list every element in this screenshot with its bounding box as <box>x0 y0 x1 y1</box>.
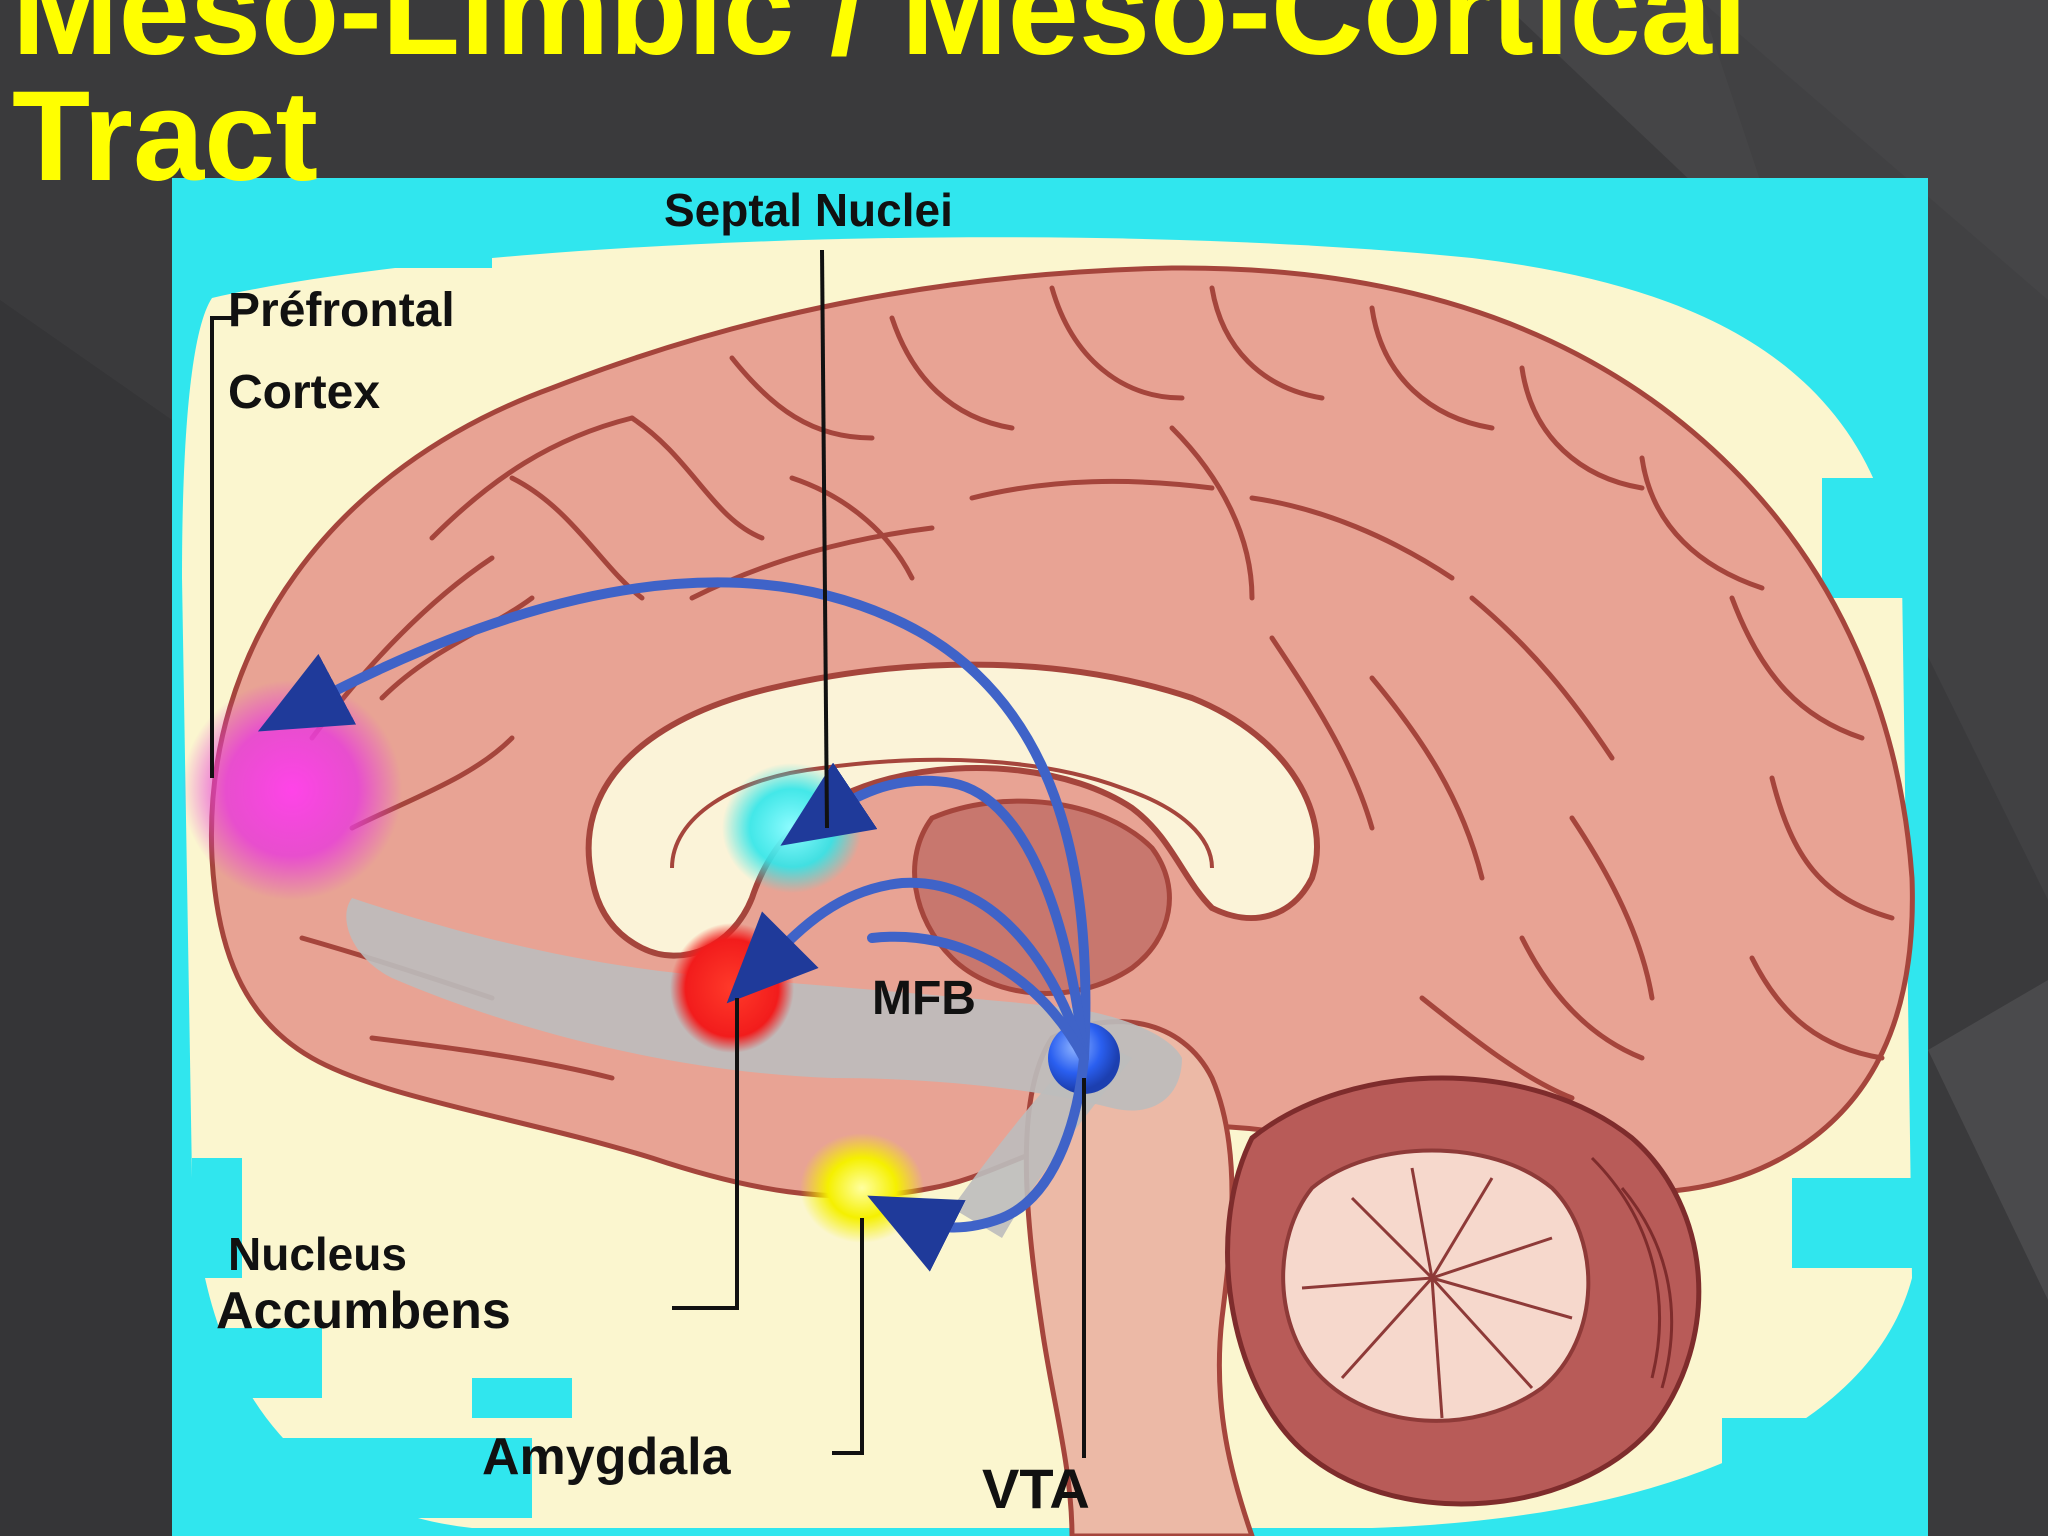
lateral-ventricle <box>670 757 1214 869</box>
diagram-labels: Septal Nuclei Préfrontal Cortex MFB Nucl… <box>216 184 1090 1520</box>
pathway-to-nucleus-accumbens <box>726 877 1089 1063</box>
septal-region <box>722 763 862 893</box>
brain-illustration: Septal Nuclei Préfrontal Cortex MFB Nucl… <box>182 184 1915 1536</box>
pathway-to-prefrontal <box>257 577 1091 1063</box>
label-vta: VTA <box>982 1457 1090 1520</box>
brain-diagram: Septal Nuclei Préfrontal Cortex MFB Nucl… <box>172 178 1928 1536</box>
cerebellum <box>1225 1075 1702 1507</box>
nucleus-accumbens-region <box>670 923 794 1053</box>
label-nucleus-line1: Nucleus <box>228 1228 407 1280</box>
corpus-callosum <box>585 661 1320 959</box>
label-nucleus-line2: Accumbens <box>216 1282 511 1340</box>
label-prefrontal-line1: Préfrontal <box>228 284 455 337</box>
cyan-speckle <box>192 208 1912 1528</box>
pathway-to-septal <box>780 762 1089 1063</box>
prefrontal-region <box>182 680 402 900</box>
thalamus <box>912 798 1172 996</box>
label-septal-nuclei: Septal Nuclei <box>664 184 953 236</box>
pathway-to-amygdala <box>867 1053 1089 1272</box>
label-amygdala: Amygdala <box>482 1428 732 1486</box>
label-leader-lines <box>210 249 1086 1458</box>
pathway-to-nucleus-accumbens-2 <box>867 931 1089 1063</box>
label-prefrontal-line2: Cortex <box>228 366 380 419</box>
slide-title: Meso-Limbic / Meso-Cortical Tract <box>12 0 1748 208</box>
label-mfb: MFB <box>872 972 976 1025</box>
dopamine-pathways <box>257 577 1091 1272</box>
